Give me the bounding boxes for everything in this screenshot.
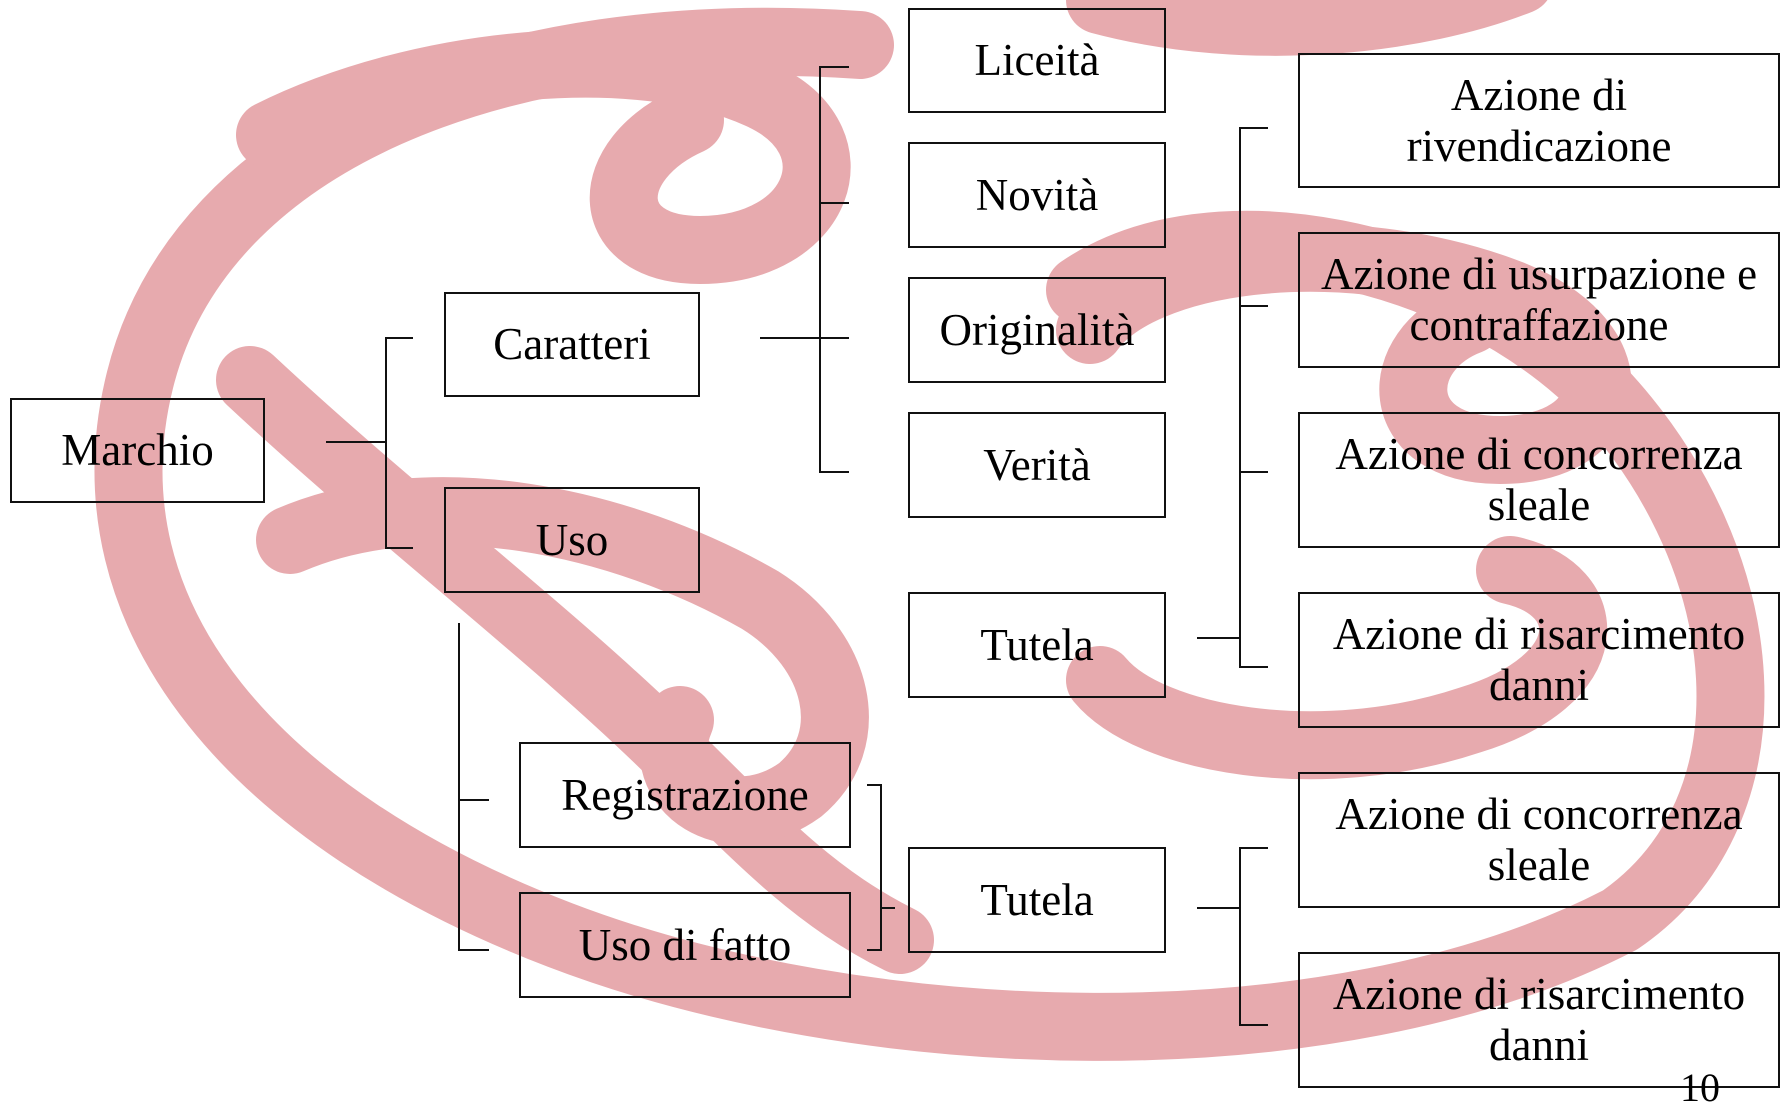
- bracket-caratteri: [819, 66, 849, 473]
- node-registrazione: Registrazione: [519, 742, 851, 848]
- connector-lines: [326, 66, 1268, 1026]
- node-liceita: Liceità: [908, 8, 1166, 113]
- node-uso-di-fatto: Uso di fatto: [519, 892, 851, 998]
- node-azione-rivendicazione: Azione di rivendicazione: [1298, 53, 1780, 188]
- node-label: Uso di fatto: [578, 919, 792, 970]
- watermark-ribbon-lower: [256, 477, 869, 845]
- node-label: Azione di concorrenza sleale: [1335, 789, 1743, 890]
- page-number: 10: [1680, 1065, 1720, 1110]
- node-originalita: Originalità: [908, 277, 1166, 383]
- bracket-tutela-1: [1239, 127, 1268, 668]
- node-label: Registrazione: [561, 769, 809, 820]
- node-label: Azione di rivendicazione: [1406, 69, 1672, 171]
- node-label: Azione di usurpazione e contraffazione: [1320, 249, 1758, 350]
- node-tutela-2: Tutela: [908, 847, 1166, 953]
- node-label: Azione di risarcimento danni: [1332, 969, 1746, 1070]
- bracket-marchio: [385, 337, 413, 549]
- bracket-registrazione: [867, 784, 882, 951]
- node-label: Originalità: [939, 304, 1135, 355]
- node-azione-usurpazione: Azione di usurpazione e contraffazione: [1298, 232, 1780, 368]
- watermark-ribbon-right-lower: [1066, 536, 1608, 780]
- node-tutela-1: Tutela: [908, 592, 1166, 698]
- node-label: Marchio: [61, 425, 214, 476]
- node-azione-risarcimento-2: Azione di risarcimento danni: [1298, 952, 1780, 1088]
- node-label: Caratteri: [493, 319, 651, 370]
- node-label: Tutela: [980, 874, 1094, 925]
- node-label: Azione di concorrenza sleale: [1335, 429, 1743, 530]
- bracket-tutela-2: [1239, 847, 1268, 1026]
- node-azione-risarcimento-1: Azione di risarcimento danni: [1298, 592, 1780, 728]
- watermark-ribbon-left: [236, 29, 851, 284]
- node-novita: Novità: [908, 142, 1166, 248]
- node-azione-concorrenza-2: Azione di concorrenza sleale: [1298, 772, 1780, 908]
- node-marchio: Marchio: [10, 398, 265, 503]
- node-label: Novità: [975, 169, 1099, 220]
- bracket-uso: [458, 623, 489, 951]
- node-label: Tutela: [980, 619, 1094, 670]
- node-uso: Uso: [444, 487, 700, 593]
- node-label: Verità: [983, 439, 1091, 490]
- node-caratteri: Caratteri: [444, 292, 700, 397]
- node-label: Liceità: [974, 35, 1100, 86]
- node-verita: Verità: [908, 412, 1166, 518]
- node-azione-concorrenza-1: Azione di concorrenza sleale: [1298, 412, 1780, 548]
- watermark-ribbon-top: [1066, 0, 1548, 56]
- node-label: Azione di risarcimento danni: [1332, 609, 1746, 710]
- node-label: Uso: [535, 514, 609, 565]
